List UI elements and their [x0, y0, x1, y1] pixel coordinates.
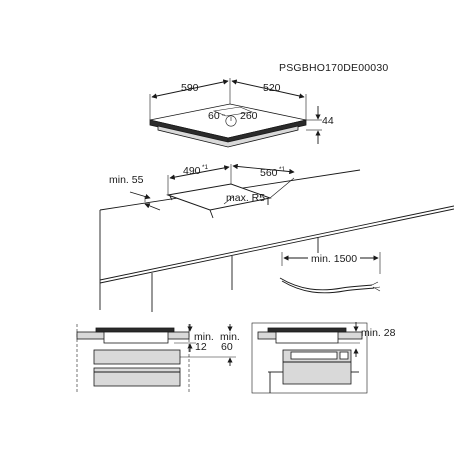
- section-left: min. 12 min. 60: [76, 324, 240, 393]
- dim-cutout-depth: 560: [260, 167, 278, 179]
- section-left-hob: [95, 327, 175, 333]
- section-right-frame: [251, 322, 368, 394]
- section-left-min-a-label: min.: [194, 331, 214, 343]
- product-code: PSGBHO170DE00030: [279, 62, 388, 74]
- dim-height: 44: [322, 115, 334, 127]
- section-left-hob-body: [103, 331, 169, 344]
- section-right-hob-body: [275, 331, 339, 344]
- dim-depth: 520: [263, 82, 281, 94]
- section-left-drawer-bottom: [93, 367, 181, 387]
- power-symbol-icon: [225, 115, 237, 127]
- section-left-min-b-value: 60: [221, 341, 233, 353]
- section-right: min. 28: [251, 322, 396, 394]
- connection-box: [212, 106, 254, 117]
- section-left-min-b-label: min.: [220, 331, 240, 343]
- worktop-drawing: min. 55 490 *1 560 *1 max. R5: [99, 163, 454, 312]
- section-left-drawer-top: [93, 349, 181, 365]
- dim-offset-front: 260: [240, 110, 258, 122]
- dim-min-front: min. 55: [109, 174, 144, 186]
- dim-cutout-width: 490: [183, 165, 201, 177]
- section-left-min-a-value: 12: [195, 341, 207, 353]
- footnote-mark-depth: *1: [279, 166, 286, 173]
- hob-drawing: 590 520 44 60 260: [149, 78, 334, 148]
- dim-width: 590: [181, 82, 199, 94]
- dim-offset-side: 60: [208, 110, 220, 122]
- hob-body: [157, 125, 299, 148]
- power-cable: [279, 277, 373, 291]
- footnote-mark-width: *1: [202, 164, 209, 171]
- radius-label: max. R5: [226, 192, 265, 204]
- section-right-min-label: min. 28: [361, 327, 396, 339]
- dim-cable-length-text: min. 1500: [311, 253, 357, 265]
- section-right-hob: [267, 327, 347, 333]
- cable-drawing: min. 1500: [279, 252, 381, 294]
